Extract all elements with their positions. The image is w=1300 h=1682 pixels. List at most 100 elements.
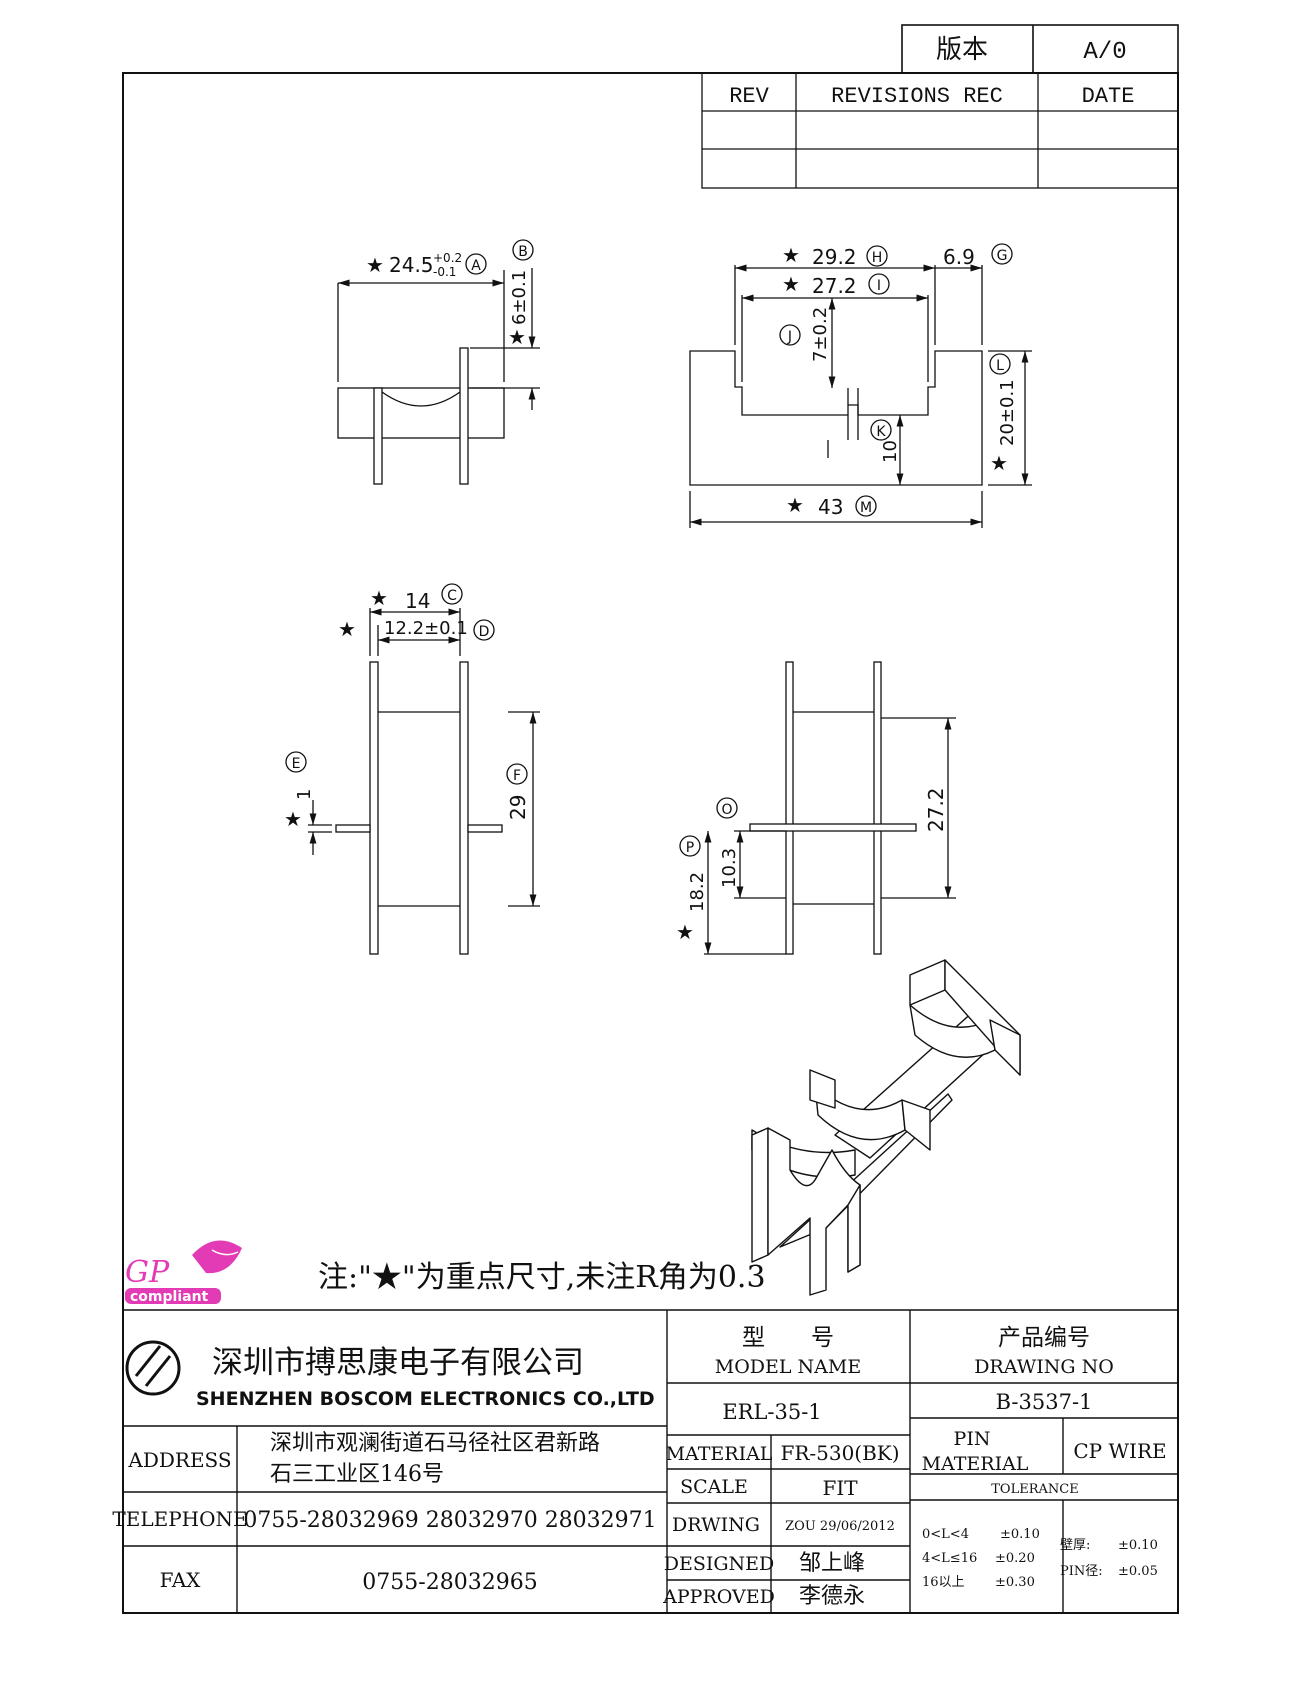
tol-wall-label: 壁厚: bbox=[1060, 1538, 1090, 1553]
address-line1: 深圳市观澜街道石马径社区君新路 bbox=[270, 1431, 600, 1456]
dim-f-value: 29 bbox=[506, 795, 530, 820]
dim-l-tag: L bbox=[996, 358, 1004, 374]
dim-h-value: 29.2 bbox=[812, 245, 857, 269]
tol-row1-range: 0<L<4 bbox=[922, 1527, 969, 1542]
company-name-cn: 深圳市搏思康电子有限公司 bbox=[212, 1345, 584, 1381]
isometric-view bbox=[751, 959, 1021, 1296]
dim-star-d: ★ bbox=[338, 617, 356, 641]
side-view bbox=[337, 268, 540, 485]
tol-row2-range: 4<L≤16 bbox=[922, 1551, 977, 1566]
dim-k-tag-circle bbox=[870, 419, 892, 441]
revisions-rec-header: REVISIONS REC bbox=[831, 84, 1003, 109]
fax-label: FAX bbox=[160, 1568, 202, 1592]
tol-row3-range: 16以上 bbox=[922, 1575, 965, 1590]
dim-star-l: ★ bbox=[990, 451, 1008, 475]
dim-e-tag-circle bbox=[285, 751, 307, 773]
drawing-label-cn: 产品编号 bbox=[998, 1325, 1090, 1351]
dim-star-e: ★ bbox=[284, 807, 302, 831]
dim-star-b: ★ bbox=[508, 325, 526, 349]
dim-l-tag-circle bbox=[989, 353, 1011, 375]
tol-row2-value: ±0.20 bbox=[995, 1551, 1035, 1566]
dim-star-h: ★ bbox=[782, 243, 800, 267]
date-header: DATE bbox=[1082, 84, 1135, 109]
dim-star-m: ★ bbox=[786, 493, 804, 517]
dim-e-value: 1 bbox=[294, 789, 315, 800]
dim-b-value: 6±0.1 bbox=[509, 270, 530, 325]
drwing-label: DRWING bbox=[672, 1514, 760, 1536]
dim-f-tag: F bbox=[513, 768, 521, 784]
dim-k-value: 10 bbox=[880, 440, 901, 463]
dim-d-tag-circle bbox=[473, 619, 495, 641]
dim-k-tag: K bbox=[876, 424, 886, 440]
model-value: ERL-35-1 bbox=[722, 1400, 821, 1424]
dim-c-tag: C bbox=[447, 588, 457, 604]
dim-i-tag: I bbox=[877, 278, 881, 294]
dim-o-tag: O bbox=[721, 802, 732, 818]
dim-star-p: ★ bbox=[676, 920, 694, 944]
tol-wall-value: ±0.10 bbox=[1118, 1538, 1158, 1553]
scale-value: FIT bbox=[822, 1476, 858, 1500]
dim-p-tag-circle bbox=[679, 835, 701, 857]
compliant-logo-text: compliant bbox=[130, 1289, 209, 1305]
dim-e-tag: E bbox=[292, 756, 301, 772]
dim-a-tol-minus: -0.1 bbox=[433, 265, 456, 279]
dim-f-tag-circle bbox=[506, 763, 528, 785]
version-value: A/0 bbox=[1083, 39, 1126, 66]
address-line2: 石三工业区146号 bbox=[270, 1462, 444, 1487]
rev-header: REV bbox=[729, 84, 769, 109]
dim-h-tag-circle bbox=[866, 245, 888, 267]
dim-h-tag: H bbox=[872, 250, 883, 266]
telephone-label: TELEPHONE bbox=[112, 1507, 247, 1531]
dim-p-tag: P bbox=[686, 840, 694, 856]
address-label: ADDRESS bbox=[127, 1448, 231, 1472]
dim-a-tol-plus: +0.2 bbox=[433, 251, 462, 265]
dim-i-tag-circle bbox=[868, 273, 890, 295]
dim-b-tag-circle bbox=[512, 239, 534, 261]
main-frame bbox=[122, 72, 1179, 1614]
tol-row3-value: ±0.30 bbox=[995, 1575, 1035, 1590]
dim-i-value: 27.2 bbox=[812, 274, 857, 298]
dim-c-value: 14 bbox=[405, 589, 430, 613]
drawing-value: B-3537-1 bbox=[996, 1390, 1093, 1414]
scale-label: SCALE bbox=[680, 1476, 748, 1498]
dim-m-value: 43 bbox=[818, 495, 843, 519]
dim-star-i: ★ bbox=[782, 272, 800, 296]
company-name-en: SHENZHEN BOSCOM ELECTRONICS CO.,LTD bbox=[196, 1388, 655, 1410]
dim-c-tag-circle bbox=[441, 583, 463, 605]
designed-value: 邹上峰 bbox=[799, 1551, 865, 1576]
tol-pin-label: PIN径: bbox=[1060, 1564, 1103, 1579]
dim-b-tag: B bbox=[518, 244, 528, 260]
dim-d-tag: D bbox=[479, 624, 490, 640]
telephone-value: 0755-28032969 28032970 28032971 bbox=[243, 1508, 656, 1533]
approved-label: APPROVED bbox=[662, 1586, 775, 1608]
tol-pin-value: ±0.05 bbox=[1118, 1564, 1158, 1579]
dim-j-value: 7±0.2 bbox=[810, 307, 831, 362]
revisions-table bbox=[701, 72, 1179, 189]
dim-o-tag-circle bbox=[716, 797, 738, 819]
front-view bbox=[308, 608, 540, 955]
fax-value: 0755-28032965 bbox=[362, 1570, 537, 1595]
model-label-en: MODEL NAME bbox=[715, 1356, 861, 1378]
dim-a-value: 24.5 bbox=[389, 253, 434, 277]
dim-a-tag-circle bbox=[465, 253, 487, 275]
dim-d-value: 12.2±0.1 bbox=[384, 618, 468, 639]
dim-o-value: 10.3 bbox=[719, 848, 740, 888]
dim-j-tag-circle bbox=[779, 324, 801, 346]
dim-star-a: ★ bbox=[366, 253, 384, 277]
approved-value: 李德永 bbox=[799, 1584, 865, 1609]
dim-p-value: 18.2 bbox=[687, 872, 708, 912]
dim-a-tag: A bbox=[471, 258, 481, 274]
gp-logo-text: GP bbox=[125, 1255, 170, 1290]
pin-material-label: MATERIAL bbox=[922, 1453, 1029, 1475]
gp-compliant-logo bbox=[125, 1240, 242, 1304]
designed-label: DESIGNED bbox=[664, 1553, 775, 1575]
material-label: MATERIAL bbox=[666, 1443, 773, 1465]
material-value: FR-530(BK) bbox=[780, 1441, 899, 1465]
general-note: 注:"★"为重点尺寸,未注R角为0.3 bbox=[318, 1260, 766, 1295]
end-view-height-value: 27.2 bbox=[924, 787, 948, 832]
dim-g-tag: G bbox=[997, 248, 1008, 264]
pin-material-value: CP WIRE bbox=[1073, 1439, 1166, 1463]
tol-row1-value: ±0.10 bbox=[1000, 1527, 1040, 1542]
drawing-label-en: DRAWING NO bbox=[974, 1356, 1114, 1378]
